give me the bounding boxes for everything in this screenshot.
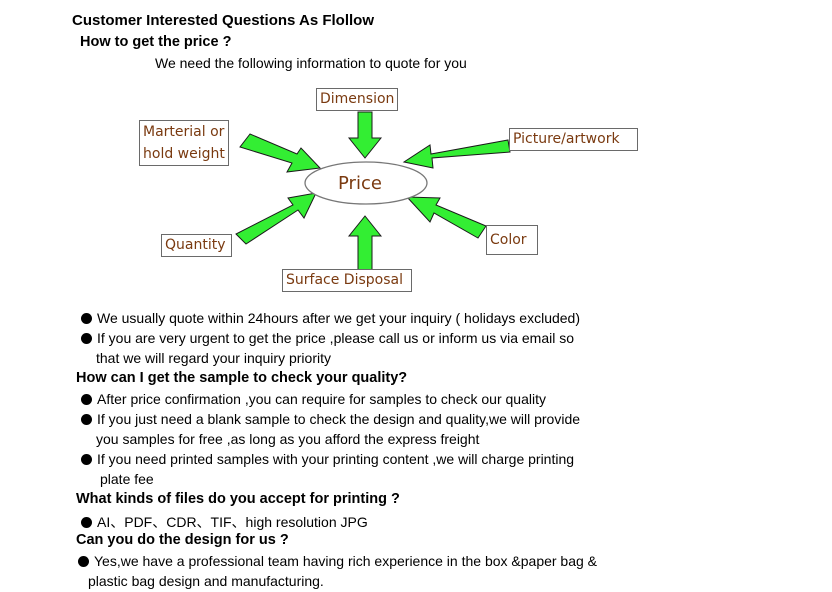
picture-box: Picture/artwork: [509, 128, 638, 151]
bullet-icon: [81, 394, 92, 405]
design-question: Can you do the design for us ?: [76, 532, 289, 548]
quantity-box: Quantity: [161, 234, 232, 257]
bullet-icon: [81, 333, 92, 344]
sample-bullet-3-cont: plate fee: [100, 471, 154, 487]
material-line-2: hold weight: [143, 146, 225, 162]
sample-question: How can I get the sample to check your q…: [76, 370, 408, 386]
bullet-icon: [81, 313, 92, 324]
sample-bullet-2-cont: you samples for free ,as long as you aff…: [96, 431, 480, 447]
sample-bullet-3: If you need printed samples with your pr…: [81, 451, 574, 467]
surface-arrow: [347, 215, 383, 271]
dimension-box: Dimension: [316, 88, 399, 111]
bullet-icon: [81, 454, 92, 465]
material-box: Marterial or hold weight: [139, 120, 229, 166]
price-ellipse: [304, 161, 428, 205]
color-box: Color: [486, 225, 538, 255]
files-answer: AI、PDF、CDR、TIF、high resolution JPG: [81, 512, 368, 532]
dimension-arrow: [347, 111, 383, 159]
bullet-icon: [81, 517, 92, 528]
surface-box: Surface Disposal: [282, 269, 412, 292]
price-bullet-1: We usually quote within 24hours after we…: [81, 310, 580, 326]
material-arrow: [239, 133, 322, 173]
files-question: What kinds of files do you accept for pr…: [76, 491, 400, 507]
price-intro: We need the following information to quo…: [155, 55, 467, 71]
picture-arrow: [402, 139, 511, 169]
design-answer: Yes,we have a professional team having r…: [78, 553, 597, 569]
sample-bullet-2: If you just need a blank sample to check…: [81, 411, 580, 427]
price-bullet-2: If you are very urgent to get the price …: [81, 330, 574, 346]
sample-bullet-1: After price confirmation ,you can requir…: [81, 391, 546, 407]
price-bullet-2-cont: that we will regard your inquiry priorit…: [96, 350, 331, 366]
quantity-arrow: [235, 192, 317, 245]
price-label: Price: [338, 173, 382, 194]
color-arrow: [405, 196, 487, 239]
bullet-icon: [81, 414, 92, 425]
design-answer-cont: plastic bag design and manufacturing.: [88, 573, 324, 589]
price-question: How to get the price ?: [80, 34, 232, 50]
page-title: Customer Interested Questions As Flollow: [72, 12, 374, 29]
material-line-1: Marterial or: [143, 124, 225, 140]
bullet-icon: [78, 556, 89, 567]
